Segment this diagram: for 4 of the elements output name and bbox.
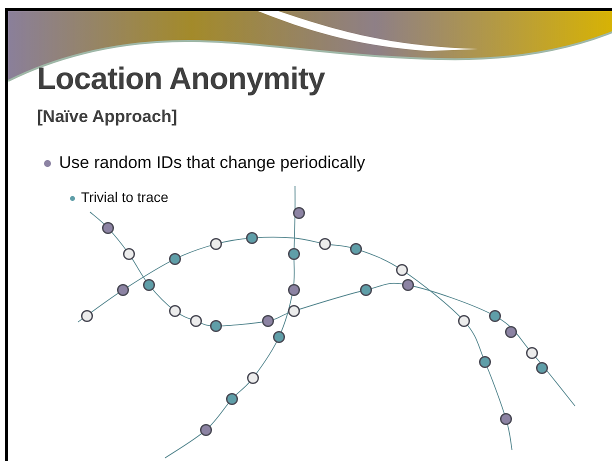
slide-subtitle: [Naïve Approach]	[37, 107, 178, 127]
bullet-text: Trivial to trace	[70, 189, 168, 205]
slide-title: Location Anonymity	[37, 61, 325, 97]
bullet-text: Use random IDs that change periodically	[44, 153, 366, 173]
